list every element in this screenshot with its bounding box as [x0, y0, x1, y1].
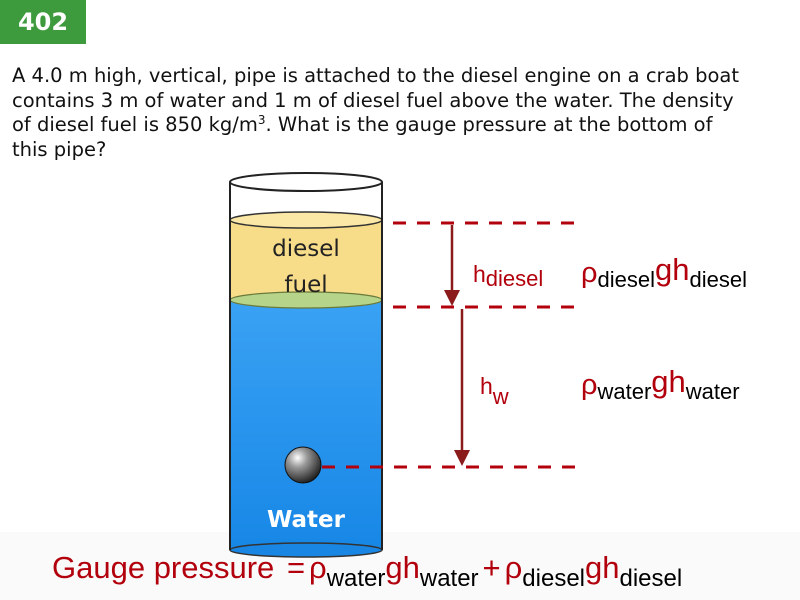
exponent-3: 3	[257, 113, 266, 127]
water-layer	[230, 300, 382, 550]
diesel-layer	[230, 220, 382, 300]
gauge-pressure-formula: Gauge pressure =ρwaterghwater+ρdieselghd…	[52, 548, 682, 599]
problem-line-3-rest: . What is the gauge pressure at the bott…	[265, 113, 713, 136]
problem-statement: A 4.0 m high, vertical, pipe is attached…	[12, 64, 798, 162]
measurement-ball	[284, 446, 322, 484]
h-diesel-arrowhead	[444, 290, 460, 306]
diesel-label-line1: diesel	[272, 236, 340, 262]
h-diesel-label: hdiesel	[473, 261, 543, 291]
h-water-label: hw	[480, 373, 509, 409]
pipe-top-rim	[229, 172, 383, 192]
plus-sign: +	[482, 550, 501, 585]
gh-water: gh	[385, 550, 420, 585]
h-diesel-subscript: diesel	[619, 565, 683, 592]
diesel-label-line2: fuel	[284, 272, 327, 298]
rho-water: ρ	[309, 550, 327, 585]
problem-line-1: A 4.0 m high, vertical, pipe is attached…	[12, 64, 739, 87]
bottom-band	[0, 532, 800, 600]
gauge-pressure-label: Gauge pressure	[52, 550, 275, 585]
rho-diesel-subscript: diesel	[522, 565, 586, 592]
rho-diesel: ρ	[504, 550, 523, 585]
equals-sign: =	[286, 550, 306, 585]
gh-diesel: gh	[585, 550, 620, 585]
problem-line-2: contains 3 m of water and 1 m of diesel …	[12, 88, 734, 112]
diesel-surface	[229, 211, 383, 229]
h-water-subscript: water	[419, 565, 479, 592]
water-pressure-term: ρwaterghwater	[581, 364, 740, 404]
problem-number-badge: 402	[0, 0, 86, 44]
problem-line-4: this pipe?	[12, 137, 107, 161]
water-label: Water	[267, 507, 346, 533]
rho-water-subscript: water	[326, 565, 386, 592]
diesel-pressure-term: ρdieselghdiesel	[581, 252, 747, 292]
h-water-arrowhead	[454, 450, 470, 466]
problem-line-3-text: of diesel fuel is 850 kg/m	[12, 113, 258, 136]
problem-line-3: of diesel fuel is 850 kg/m3. What is the…	[12, 113, 798, 138]
